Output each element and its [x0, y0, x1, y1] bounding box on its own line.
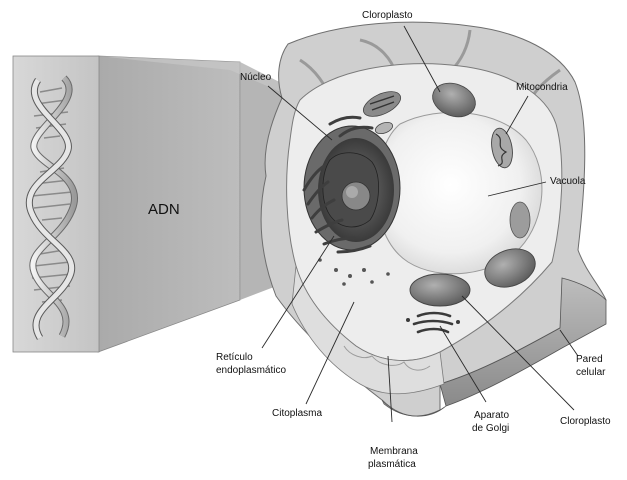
label-membrana-line1: Membrana: [370, 446, 418, 457]
label-cloroplasto-top: Cloroplasto: [362, 10, 413, 21]
label-aparato-line2: de Golgi: [472, 423, 509, 434]
plant-cell-icon: [260, 21, 607, 417]
label-citoplasma: Citoplasma: [272, 408, 322, 419]
label-membrana-line2: plasmática: [368, 459, 416, 470]
label-nucleo: Núcleo: [240, 72, 272, 83]
mitochondrion: [374, 121, 513, 169]
nucleus: [303, 125, 401, 251]
label-mitocondria: Mitocondria: [516, 82, 568, 93]
chloroplast-bottom: [409, 201, 536, 307]
cell-wall-cut: [439, 277, 607, 407]
label-adn: ADN: [148, 201, 180, 218]
label-aparato-line1: Aparato: [474, 410, 509, 421]
golgi-apparatus: [406, 311, 460, 334]
zoom-funnel-top: [98, 56, 350, 118]
label-reticulo-line2: endoplasmático: [216, 365, 286, 376]
label-vacuola: Vacuola: [550, 176, 586, 187]
label-pared-line1: Pared: [576, 354, 603, 365]
label-cloroplasto-bottom: Cloroplasto: [560, 416, 611, 427]
endoplasmic-reticulum: [302, 115, 374, 254]
chloroplast-top: [362, 82, 476, 118]
label-reticulo-line1: Retículo: [216, 352, 253, 363]
leader-lines: [261, 25, 579, 423]
label-pared-line2: celular: [576, 367, 606, 378]
dna-helix-icon: [26, 75, 78, 340]
labels: Cloroplasto Núcleo Mitocondria Vacuola R…: [216, 10, 611, 470]
ribosomes: [318, 258, 390, 286]
